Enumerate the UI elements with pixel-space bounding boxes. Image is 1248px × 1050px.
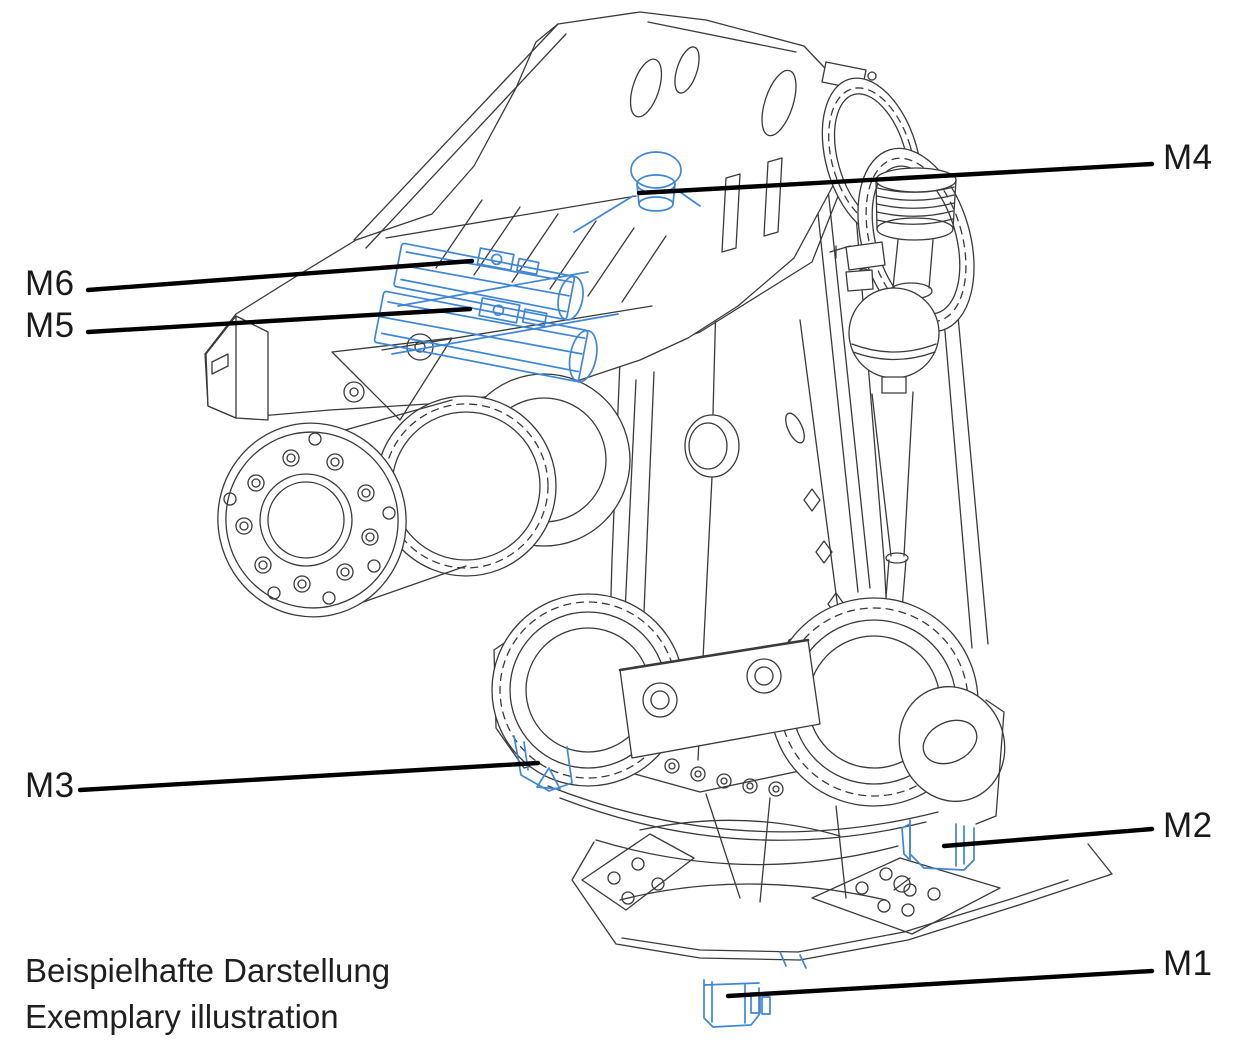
leader-line-m5 <box>85 306 473 335</box>
callout-leader-lines <box>77 161 1155 999</box>
callout-label-m6: M6 <box>25 264 75 303</box>
leader-line-m2 <box>941 826 1155 849</box>
robot-counterbalance-unit <box>829 167 957 623</box>
carousel-bolt-row <box>664 758 784 797</box>
callout-label-m1: M1 <box>1163 944 1213 983</box>
callout-label-m2: M2 <box>1163 806 1213 845</box>
base-frame <box>571 793 1113 961</box>
robot-axis3-discs <box>821 77 975 333</box>
callout-label-m4: M4 <box>1163 138 1213 177</box>
motor-m4-highlight <box>573 151 701 233</box>
leader-line-m6 <box>85 258 475 293</box>
robot-base-assembly <box>491 593 1113 961</box>
robot-wrist-assembly <box>217 373 631 618</box>
motor-m1-highlight <box>703 951 807 1028</box>
leader-line-m4 <box>636 161 1155 196</box>
leader-line-m3 <box>77 760 541 793</box>
callout-label-m3: M3 <box>25 766 75 805</box>
flange-bolt-holes <box>223 432 396 605</box>
illustration-caption: Beispielhafte Darstellung Exemplary illu… <box>25 948 390 1040</box>
caption-line-english: Exemplary illustration <box>25 998 339 1035</box>
callout-label-m5: M5 <box>25 306 75 345</box>
leader-line-m1 <box>725 968 1155 999</box>
caption-line-german: Beispielhafte Darstellung <box>25 952 391 989</box>
